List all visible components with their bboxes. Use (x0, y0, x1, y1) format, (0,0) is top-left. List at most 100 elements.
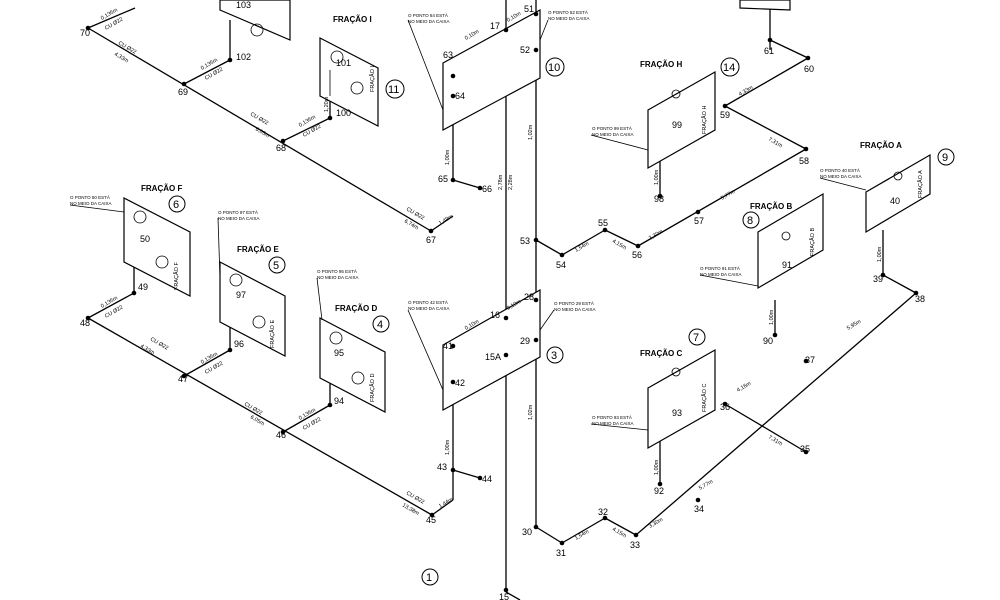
dim-010-17: 0,10m (464, 29, 481, 42)
note-p97-l2: NO MEIO DA CAIXA (218, 216, 260, 221)
node-label-51: 51 (524, 4, 534, 14)
note-p64-l1: O PONTO 64 ESTÁ (408, 12, 448, 18)
box-label-i: FRAÇÃO I (369, 66, 376, 92)
note-p42-l1: O PONTO 42 ESTÁ (408, 299, 448, 305)
main-risers (452, 0, 537, 600)
note-leaders (69, 19, 867, 431)
node-dot-16 (503, 315, 509, 321)
node-label-17: 17 (490, 21, 500, 31)
node-dot-33 (633, 532, 639, 538)
dim-cu-46-45: CU Ø22 (405, 491, 425, 506)
box-label-e: FRAÇÃO E (269, 320, 276, 348)
circle-4 (372, 315, 390, 333)
circle-11-label: 11 (388, 84, 399, 96)
node-label-58: 58 (799, 156, 809, 166)
node-label-94: 94 (334, 396, 344, 406)
node-label-68: 68 (276, 143, 286, 153)
node-label-69: 69 (178, 87, 188, 97)
node-dot-100 (327, 115, 333, 121)
node-dot-51 (533, 11, 539, 17)
node-label-64: 64 (455, 91, 465, 101)
fixture-box-fracao-d (319, 317, 386, 413)
box-label-b: FRAÇÃO B (809, 228, 816, 256)
fixture-box-fracao-i (319, 37, 379, 127)
node-label-70: 70 (80, 28, 90, 38)
node-label-15: 15 (499, 592, 509, 600)
fixture-box-fracao-a (865, 153, 931, 234)
dim-330-34: 3,30m (648, 517, 665, 530)
node-label-91: 91 (782, 260, 792, 270)
dim-154-31: 1,54m (574, 529, 591, 542)
node-dot-39 (880, 272, 886, 278)
node-dot-49 (131, 290, 137, 296)
node-dot-56 (635, 243, 641, 249)
node-label-32: 32 (598, 507, 608, 517)
node-label-90: 90 (763, 336, 773, 346)
note-p91-l2: NO MEIO DA CAIXA (700, 272, 742, 277)
circle-9-label: 9 (942, 152, 948, 164)
note-p93-l1: O PONTO 93 ESTÁ (592, 414, 632, 420)
dim-577-57: 5,77m (720, 189, 737, 202)
note-p97-l1: O PONTO 97 ESTÁ (218, 209, 258, 215)
node-label-98: 98 (654, 194, 664, 204)
node-label-92: 92 (654, 486, 664, 496)
dim-120-i: 1,20m (324, 96, 330, 112)
node-dot-55 (602, 227, 608, 233)
node-dot-30 (533, 524, 539, 530)
node-label-60: 60 (804, 64, 814, 74)
note-p50-l2: NO MEIO DA CAIXA (70, 201, 112, 206)
node-dot-32 (602, 515, 608, 521)
node-label-41: 41 (443, 341, 453, 351)
circle-8 (742, 211, 760, 229)
circle-3 (546, 346, 564, 364)
node-dot-61 (767, 37, 773, 43)
dim-102-riser-low: 1,02m (528, 404, 534, 420)
dim-416-36: 4,16m (736, 381, 753, 394)
node-dot-15 (503, 587, 509, 593)
node-dot-48 (85, 315, 91, 321)
dim-433-59: 4,33m (738, 85, 755, 98)
fixture-box-fracao-h (647, 70, 716, 170)
dim-595-37: 5,95m (846, 319, 863, 332)
node-dot-60 (805, 55, 811, 61)
node-label-46: 46 (276, 430, 286, 440)
node-label-43: 43 (437, 462, 447, 472)
dim-102-riser-top: 1,02m (528, 124, 534, 140)
note-p50-l1: O PONTO 50 ESTÁ (70, 194, 110, 200)
notes: O PONTO 64 ESTÁ NO MEIO DA CAIXA O PONTO… (70, 9, 862, 426)
fixture-box-fracao-b (757, 192, 824, 290)
circle-8-label: 8 (747, 215, 753, 227)
fracao-c-title: FRAÇÃO C (640, 349, 682, 358)
node-label-33: 33 (630, 540, 640, 550)
note-p52-l2: NO MEIO DA CAIXA (548, 16, 590, 21)
dim-1338-46-45: 13,38m (401, 503, 420, 518)
box-label-a: FRAÇÃO A (917, 170, 924, 198)
note-p99-l1: O PONTO 99 ESTÁ (592, 125, 632, 131)
node-label-53: 53 (520, 236, 530, 246)
node-dot-53 (533, 237, 539, 243)
node-dot-31 (559, 540, 565, 546)
node-dot-70 (85, 25, 91, 31)
node-label-42: 42 (455, 378, 465, 388)
node-dot-15a (503, 352, 509, 358)
node-label-38: 38 (915, 294, 925, 304)
note-p42-l2: NO MEIO DA CAIXA (408, 306, 450, 311)
dim-415-56: 4,15m (611, 239, 628, 252)
node-label-59: 59 (720, 110, 730, 120)
circle-5-label: 5 (273, 260, 279, 272)
node-label-37: 37 (805, 355, 815, 365)
dim-228-riser: 2,28m (508, 174, 514, 190)
circle-5 (268, 256, 286, 274)
dim-674-68-67: 6,74m (403, 219, 420, 232)
node-dot-47 (181, 373, 187, 379)
node-dot-38 (913, 290, 919, 296)
network-fracao-cba (535, 230, 917, 544)
node-label-28: 28 (524, 292, 534, 302)
node-label-39: 39 (873, 274, 883, 284)
fixture-box-fracao-e (219, 261, 286, 357)
circle-1-label: 1 (426, 572, 432, 584)
node-dot-29 (533, 337, 539, 343)
node-dot-65 (450, 177, 456, 183)
node-label-30: 30 (522, 527, 532, 537)
node-label-100: 100 (336, 108, 351, 118)
